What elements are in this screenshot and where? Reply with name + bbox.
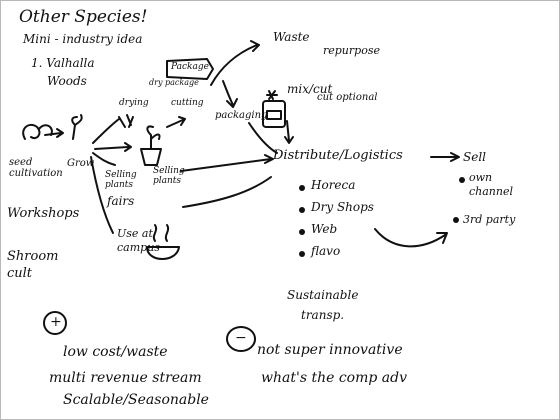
- label-flavo: flavo: [311, 244, 341, 258]
- label-shroom-cult: Shroom cult: [7, 249, 59, 281]
- pot-sketch: [140, 148, 162, 166]
- plus-symbol: +: [50, 314, 62, 330]
- bullet-web: [299, 229, 305, 235]
- label-own-channel: own channel: [469, 171, 513, 198]
- pot-plant: [146, 125, 161, 150]
- bowl-steam: [152, 224, 170, 242]
- label-sustainable: Sustainable: [287, 288, 359, 302]
- label-repurpose: repurpose: [323, 44, 380, 57]
- label-workshops: Workshops: [7, 206, 80, 221]
- bullet-dry-shops: [299, 207, 305, 213]
- label-cutting: cutting: [171, 98, 204, 108]
- label-transport: transp.: [301, 308, 345, 322]
- label-distribute: Distribute/Logistics: [273, 148, 403, 163]
- jar-star: [266, 90, 278, 100]
- minus-symbol: −: [235, 330, 247, 346]
- arrow-mix-distribute: [284, 120, 294, 144]
- label-3rd-party: 3rd party: [463, 213, 516, 226]
- seed-sketch-2: [38, 124, 53, 136]
- label-horeca: Horeca: [311, 178, 356, 192]
- note-item-one: 1. Valhalla: [31, 56, 95, 70]
- label-packaging: packaging: [215, 110, 268, 121]
- label-dry-package: dry package: [149, 78, 199, 87]
- label-package: Package: [171, 62, 209, 72]
- bowl-sketch: [146, 246, 180, 260]
- bullet-flavo: [299, 251, 305, 257]
- label-fairs: fairs: [107, 194, 135, 208]
- label-waste: Waste: [273, 30, 310, 44]
- jar-sketch: [262, 100, 286, 128]
- arrow-grow-pot: [94, 142, 132, 152]
- arrow-seed-grow: [44, 128, 64, 138]
- label-sell: Sell: [463, 150, 486, 164]
- note-title: Other Species!: [19, 7, 148, 27]
- label-dry-shops: Dry Shops: [311, 200, 374, 214]
- label-grow: Grow: [67, 158, 95, 169]
- label-not-super: not super innovative: [257, 342, 403, 358]
- seed-sketch: [22, 123, 41, 140]
- label-cut-optional: cut optional: [317, 92, 378, 103]
- bullet-horeca: [299, 185, 305, 191]
- note-item-one-cont: Woods: [47, 74, 87, 88]
- label-whats-the: what's the comp adv: [261, 370, 408, 386]
- minus-circle: [226, 326, 256, 352]
- arrow-cutting: [166, 116, 186, 128]
- arrow-grow-selling: [92, 152, 116, 166]
- arrow-grow-usecampus: [90, 156, 114, 234]
- label-mix-cut: mix/cut: [287, 82, 333, 96]
- label-web: Web: [311, 222, 338, 236]
- arrow-packaging-distribute: [248, 122, 278, 154]
- bullet-own-channel: [459, 177, 465, 183]
- label-selling-plants-left: Selling plants: [105, 170, 137, 190]
- bullet-3rd-party: [453, 217, 459, 223]
- label-use-at-campus: Use at campus: [117, 227, 160, 254]
- jar-label: [266, 110, 282, 120]
- arrow-distribute-sell: [430, 152, 460, 162]
- label-scalable: Scalable/Seasonable: [63, 392, 209, 408]
- arrow-web-3rdparty: [374, 228, 448, 248]
- label-seed-cultivation: seed cultivation: [9, 157, 63, 179]
- arrow-selling-distribute: [180, 154, 274, 172]
- arrow-to-waste: [210, 40, 260, 86]
- label-drying: drying: [119, 98, 149, 108]
- arrow-fairs-distribute: [182, 176, 272, 208]
- label-multi-revenue: multi revenue stream: [49, 370, 202, 386]
- label-selling-plants-right: Selling plants: [153, 166, 185, 186]
- drying-sketch: [118, 114, 134, 128]
- package-box: [166, 58, 214, 80]
- sprout-sketch: [71, 114, 83, 140]
- label-low-cost: low cost/waste: [63, 344, 168, 360]
- arrow-grow-drying: [92, 118, 120, 144]
- note-subtitle: Mini - industry idea: [23, 32, 143, 46]
- arrow-package-packaging: [222, 80, 238, 108]
- plus-circle: [43, 311, 67, 335]
